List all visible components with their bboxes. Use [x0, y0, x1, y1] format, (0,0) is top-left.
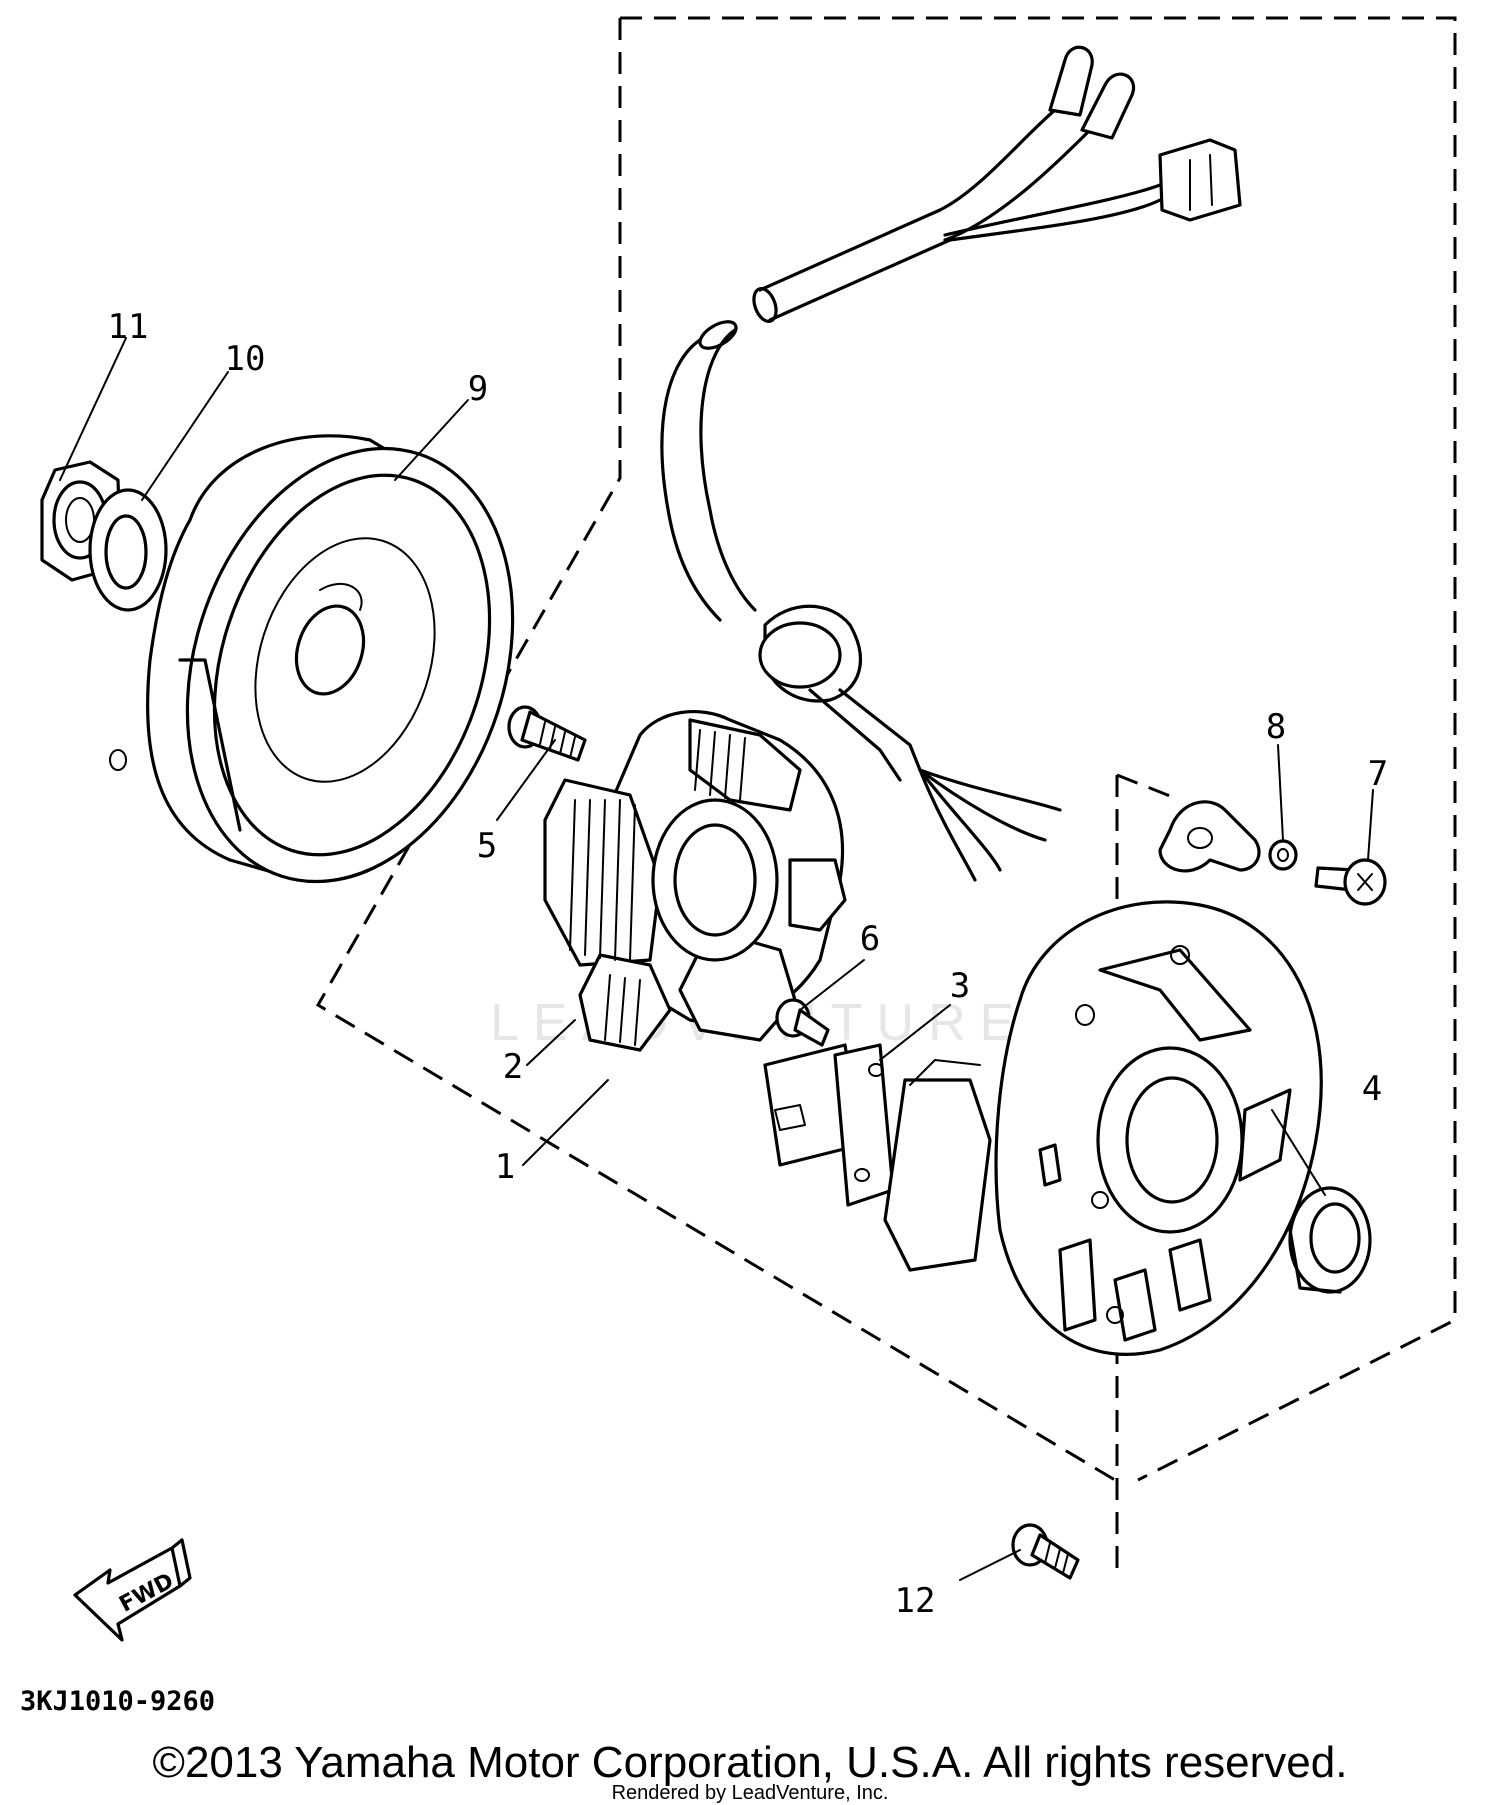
callout-4: 4	[1362, 1069, 1382, 1109]
diagram-code: 3KJ1010-9260	[20, 1686, 215, 1717]
callout-9: 9	[468, 369, 488, 409]
callout-3: 3	[950, 966, 970, 1006]
callout-1: 1	[495, 1147, 515, 1187]
callout-5: 5	[477, 826, 497, 866]
screw-part-12	[1011, 1523, 1080, 1580]
flywheel-rotor-part-9	[109, 434, 515, 884]
screw-part-7	[1314, 858, 1387, 906]
oil-seal-part-4	[1288, 1186, 1372, 1294]
pickup-coil-part-3	[763, 1043, 992, 1272]
leader-lines	[59, 337, 1374, 1581]
callout-2: 2	[503, 1047, 523, 1087]
wire-harness	[660, 45, 1242, 882]
callout-12: 12	[895, 1581, 936, 1621]
callout-6: 6	[860, 919, 880, 959]
stator-part-2	[543, 709, 847, 1052]
callout-10: 10	[225, 339, 266, 379]
lock-washer-part-8	[1268, 839, 1298, 871]
screw-part-5	[507, 705, 587, 762]
callout-8: 8	[1266, 707, 1286, 747]
callout-7: 7	[1368, 754, 1388, 794]
rendered-by-credit: Rendered by LeadVenture, Inc.	[611, 1782, 889, 1804]
washer-part-10	[88, 488, 168, 612]
clamp-part-8	[1158, 800, 1261, 873]
fwd-arrow-icon: FWD	[73, 1538, 192, 1642]
stator-plate	[994, 900, 1323, 1356]
copyright-notice: ©2013 Yamaha Motor Corporation, U.S.A. A…	[152, 1738, 1348, 1787]
assembly-outline	[315, 16, 1457, 1482]
callout-11: 11	[108, 307, 149, 347]
